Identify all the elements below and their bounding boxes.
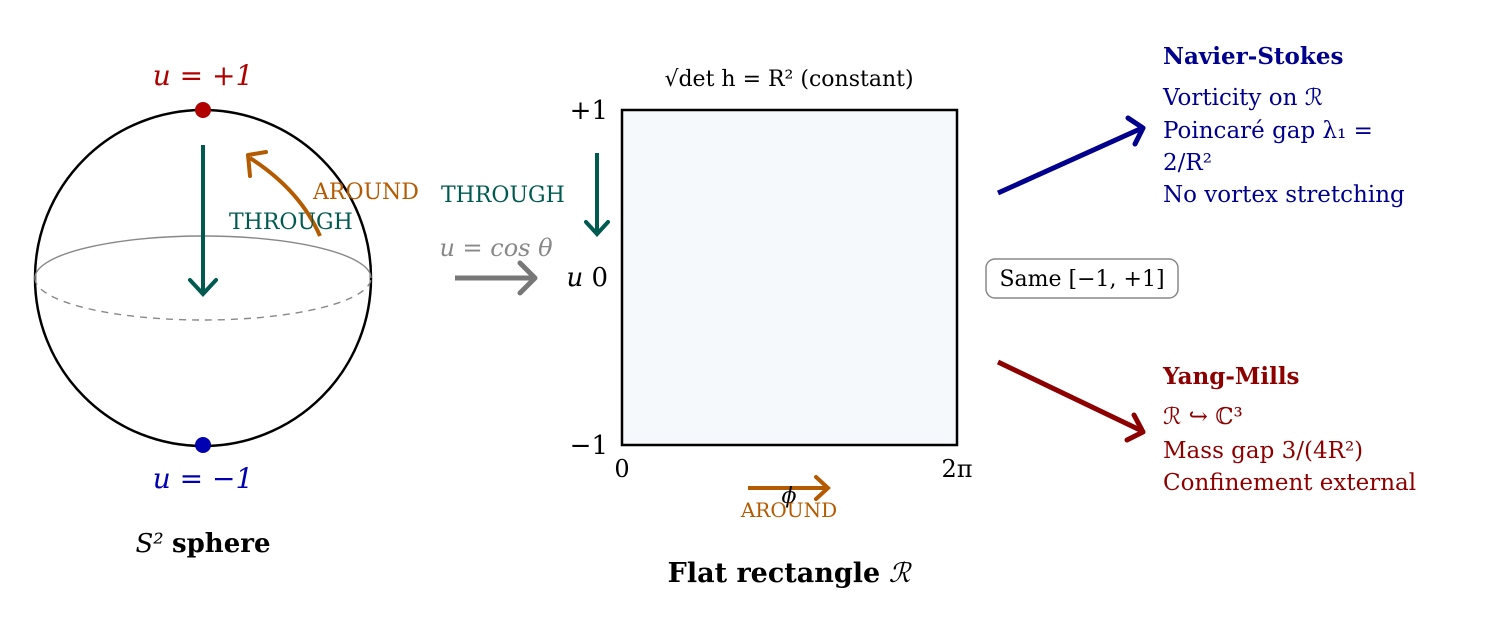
through-label-sphere: THROUGH — [229, 210, 353, 235]
navier-stokes-title: Navier-Stokes — [1163, 43, 1343, 70]
phi-label: ϕ — [782, 484, 797, 509]
north-pole-label: u = +1 — [153, 59, 254, 92]
through-arrowhead-sphere — [188, 278, 218, 297]
south-pole-label: u = −1 — [153, 462, 254, 495]
through-label-rect: THROUGH — [441, 183, 565, 208]
navier-stokes-arrow — [996, 126, 1142, 196]
flat-rectangle — [620, 108, 959, 447]
navier-stokes-line: Poincaré gap λ₁ = — [1163, 118, 1373, 144]
map-arrowhead — [517, 260, 538, 296]
map-label: u = cos θ — [439, 234, 553, 262]
yang-mills-arrow — [996, 359, 1142, 433]
y-axis-mid: u 0 — [566, 263, 608, 293]
y-tick-mid: 0 — [591, 263, 608, 293]
navier-stokes-arrowhead — [1125, 115, 1146, 147]
around-label-rect: AROUND — [740, 498, 837, 522]
rectangle-title: √det h = R² (constant) — [664, 67, 913, 92]
yang-mills-arrowhead — [1124, 412, 1146, 443]
sphere-caption-word: sphere — [172, 529, 271, 559]
navier-stokes-line: Vorticity on ℛ — [1162, 85, 1323, 111]
around-arrowhead-sphere — [246, 150, 268, 178]
south-pole-dot — [195, 437, 211, 453]
rectangle-caption-word: Flat rectangle — [668, 558, 881, 589]
map-arrow-group: u = cos θ — [439, 234, 553, 296]
sphere-group: AROUND THROUGH u = +1 u = −1 S² sphere — [33, 59, 419, 559]
same-range-box: Same [−1, +1] — [985, 258, 1179, 299]
equator-front — [34, 277, 372, 321]
yang-mills-title: Yang-Mills — [1162, 363, 1300, 390]
sphere-caption: S² sphere — [135, 529, 270, 559]
sphere-caption-symbol: S² — [135, 529, 163, 559]
navier-stokes-group: Navier-Stokes Vorticity on ℛ Poincaré ga… — [996, 43, 1405, 208]
around-arrowhead-rect — [814, 475, 831, 501]
rectangle-caption-symbol: ℛ — [889, 558, 913, 589]
same-range-box-frame — [985, 258, 1179, 299]
navier-stokes-line: No vortex stretching — [1163, 182, 1405, 208]
yang-mills-group: Yang-Mills ℛ ↪ ℂ³ Mass gap 3/(4R²) Confi… — [996, 359, 1416, 496]
yang-mills-line: ℛ ↪ ℂ³ — [1163, 404, 1243, 430]
x-tick-left: 0 — [614, 455, 629, 483]
north-pole-dot — [195, 102, 211, 118]
rectangle-group: √det h = R² (constant) +1 u 0 −1 0 2π TH… — [441, 67, 973, 589]
same-range-label: Same [−1, +1] — [999, 267, 1164, 292]
rectangle-caption: Flat rectangle ℛ — [668, 558, 913, 589]
navier-stokes-line: 2/R² — [1163, 150, 1212, 176]
y-tick-top: +1 — [570, 96, 608, 126]
through-arrowhead-rect — [584, 220, 610, 237]
around-arrow-sphere — [248, 156, 322, 237]
y-axis-var: u — [566, 263, 583, 293]
x-tick-right: 2π — [941, 455, 972, 483]
yang-mills-line: Confinement external — [1163, 470, 1416, 496]
yang-mills-line: Mass gap 3/(4R²) — [1163, 438, 1363, 464]
y-tick-bottom: −1 — [570, 431, 608, 461]
around-label-sphere: AROUND — [312, 180, 419, 205]
